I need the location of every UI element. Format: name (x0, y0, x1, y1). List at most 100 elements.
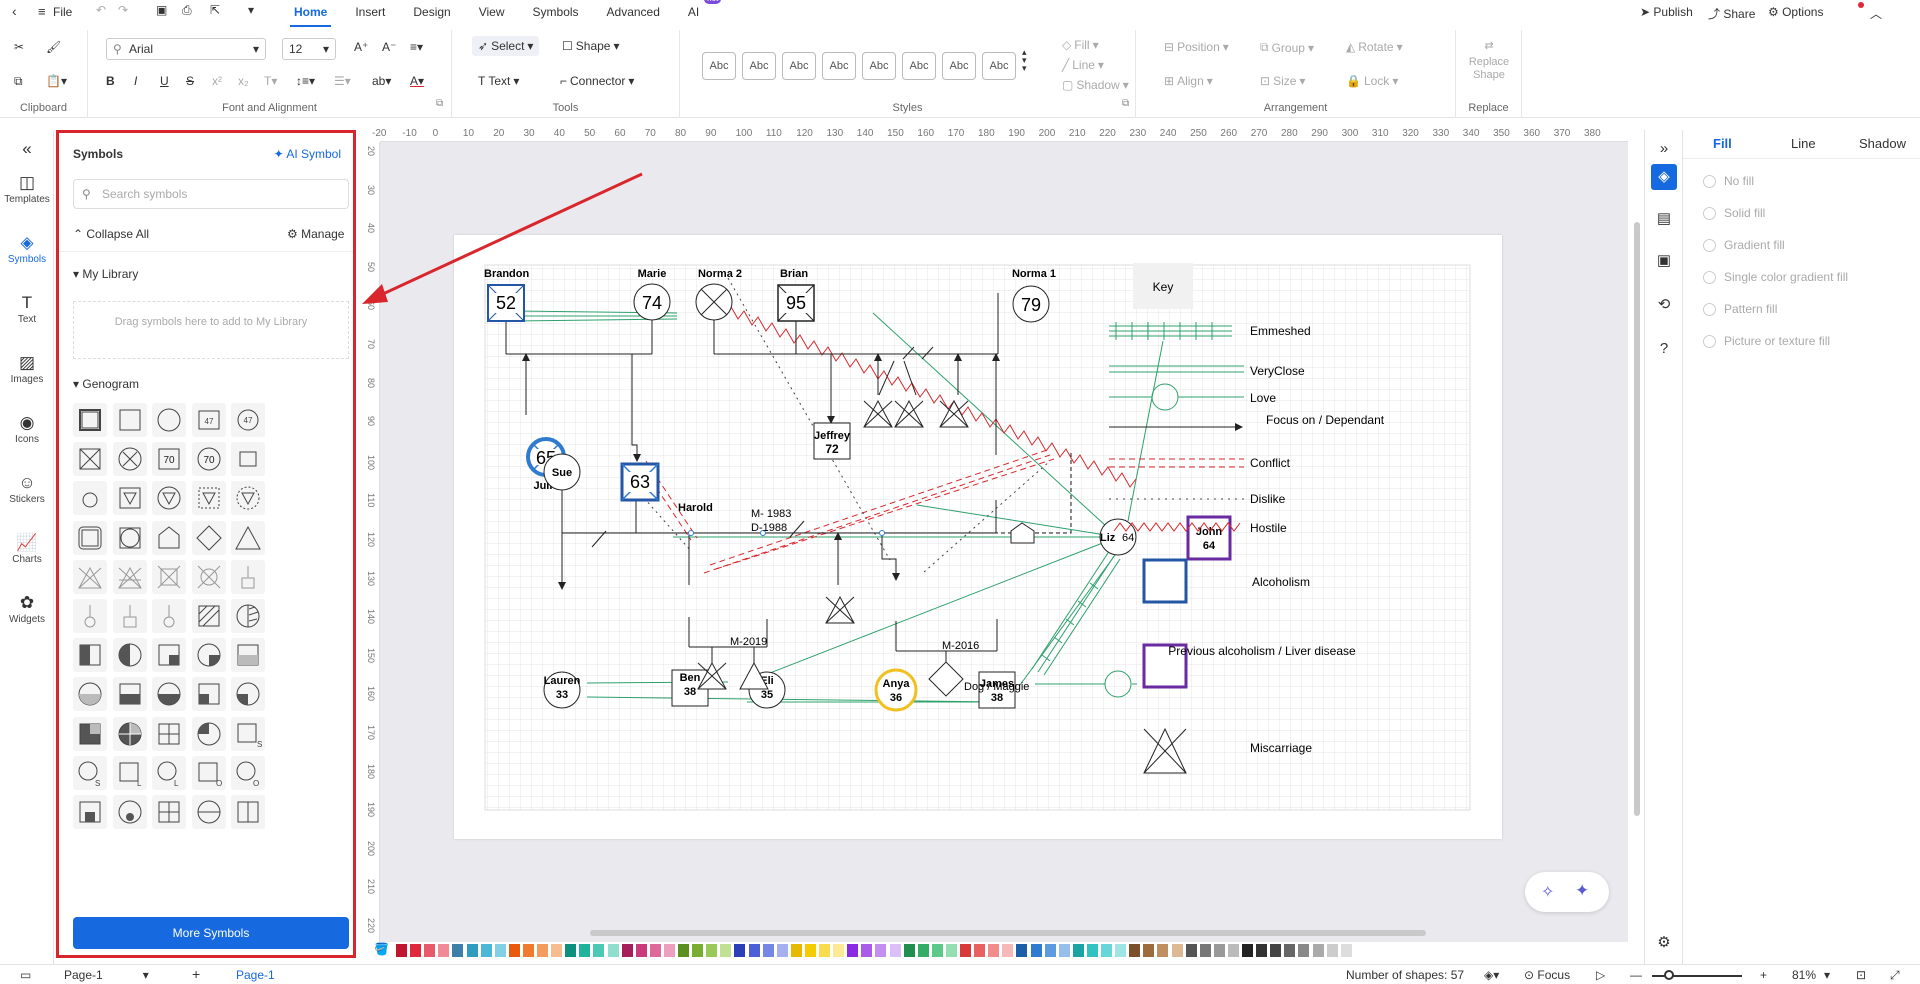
menu-insert[interactable]: Insert (355, 5, 386, 19)
color-swatch[interactable] (635, 944, 647, 957)
genogram-symbol[interactable] (152, 599, 186, 633)
style-swatch[interactable]: Abc (782, 52, 816, 80)
zoom-slider-handle[interactable] (1664, 970, 1674, 980)
john-symbol[interactable] (1186, 515, 1232, 561)
genogram-symbol[interactable] (73, 520, 107, 555)
genogram-header[interactable]: ▾ Genogram (73, 377, 139, 391)
tab-fill[interactable]: Fill (1713, 136, 1732, 151)
back-icon[interactable]: ‹ (12, 3, 17, 19)
style-swatch[interactable]: Abc (982, 52, 1016, 80)
collapse-ribbon-icon[interactable]: ︿ (1870, 7, 1883, 21)
menu-ai[interactable]: AIhot (674, 0, 722, 24)
page-select[interactable]: Page-1▾ (64, 968, 149, 982)
paste-icon[interactable]: 📋▾ (46, 74, 67, 88)
genogram-symbol[interactable]: 70 (152, 442, 186, 477)
color-swatch[interactable] (1242, 944, 1253, 957)
color-swatch[interactable] (396, 944, 407, 957)
anya-symbol[interactable] (874, 668, 918, 712)
color-swatch[interactable] (1298, 944, 1310, 957)
color-swatch[interactable] (1270, 944, 1282, 957)
strikethrough-icon[interactable]: S (186, 74, 195, 88)
collapse-panel-button[interactable]: « (0, 138, 54, 160)
color-swatch[interactable] (1340, 944, 1352, 957)
help-icon[interactable]: ? (1659, 340, 1669, 357)
color-swatch[interactable] (706, 944, 718, 957)
genogram-symbol[interactable] (191, 638, 226, 673)
sue-symbol[interactable] (543, 453, 581, 491)
menu-advanced[interactable]: Advanced (606, 5, 660, 19)
color-swatch[interactable] (551, 944, 563, 957)
my-library-dropzone[interactable]: Drag symbols here to add to My Library (73, 301, 349, 359)
genogram-symbol[interactable]: O (191, 755, 226, 790)
font-size-select[interactable]: 12▾ (282, 38, 336, 60)
sidebar-item-stickers[interactable]: ☺Stickers (0, 472, 54, 505)
genogram-symbol[interactable] (152, 677, 186, 712)
copy-icon[interactable]: ⧉ (14, 74, 23, 88)
color-swatch[interactable] (452, 944, 464, 957)
more-symbols-button[interactable]: More Symbols (73, 917, 349, 949)
genogram-symbol[interactable] (73, 795, 107, 829)
lauren-symbol[interactable] (543, 671, 581, 709)
color-swatch[interactable] (1016, 944, 1028, 957)
text-style-icon[interactable]: ab▾ (372, 74, 392, 88)
genogram-symbol[interactable] (231, 559, 265, 594)
history-icon[interactable]: ⟲ (1657, 296, 1671, 313)
underline-icon[interactable]: U (160, 74, 169, 88)
position-button[interactable]: ⊟Position▾ (1164, 40, 1229, 54)
genogram-symbol[interactable] (112, 716, 147, 751)
align-button[interactable]: ⊞Align▾ (1164, 74, 1213, 88)
genogram-symbol[interactable] (152, 559, 186, 594)
text-case-icon[interactable]: T▾ (264, 74, 278, 88)
color-swatch[interactable] (522, 944, 534, 957)
color-swatch[interactable] (1284, 944, 1296, 957)
menu-home[interactable]: Home (280, 0, 341, 27)
drawing-page[interactable]: Brandon 52 Marie 74 Norma 2 Brian 95 Nor… (454, 235, 1502, 839)
color-swatch[interactable] (1199, 944, 1211, 957)
genogram-symbol[interactable] (152, 403, 186, 437)
genogram-symbol[interactable] (152, 520, 186, 555)
shadow-button[interactable]: ▢Shadow▾ (1062, 78, 1129, 92)
color-swatch[interactable] (804, 944, 816, 957)
genogram-symbol[interactable] (73, 677, 107, 712)
manage-button[interactable]: ⚙ Manage (287, 227, 344, 241)
decrease-font-icon[interactable]: A⁻ (382, 40, 397, 54)
superscript-icon[interactable]: x² (212, 74, 222, 88)
genogram-symbol[interactable] (231, 795, 265, 829)
zoom-slider[interactable] (1652, 975, 1742, 977)
genogram-symbol[interactable] (191, 520, 226, 555)
style-dialog-icon[interactable]: ⧉ (1122, 98, 1130, 109)
option-solid-fill[interactable]: Solid fill (1703, 206, 1765, 220)
color-swatch[interactable] (960, 944, 971, 957)
collapse-all-button[interactable]: ⌃ Collapse All (73, 227, 149, 241)
genogram-symbol[interactable] (112, 520, 147, 555)
color-swatch[interactable] (678, 944, 689, 957)
color-swatch[interactable] (663, 944, 675, 957)
my-library-header[interactable]: ▾ My Library (73, 267, 138, 281)
color-swatch[interactable] (974, 944, 986, 957)
magic-wand-icon[interactable]: ✧ (1541, 884, 1555, 901)
color-swatch[interactable] (917, 944, 929, 957)
color-swatch[interactable] (480, 944, 492, 957)
fit-page-icon[interactable]: ⊡ (1856, 968, 1867, 982)
paint-bucket-icon[interactable]: 🪣 (374, 942, 389, 956)
format-painter-icon[interactable]: 🖌 (46, 40, 62, 54)
cut-icon[interactable]: ✂ (14, 40, 25, 54)
marie-symbol[interactable] (633, 283, 671, 321)
genogram-symbol[interactable] (191, 559, 226, 594)
color-swatch[interactable] (847, 944, 859, 957)
file-menu[interactable]: File (53, 5, 73, 19)
genogram-symbol[interactable] (73, 403, 107, 437)
sidebar-item-icons[interactable]: ◉Icons (0, 412, 54, 445)
share-button[interactable]: ⤴ Share (1708, 5, 1755, 22)
layout-icon[interactable]: ▭ (20, 968, 32, 982)
fullscreen-icon[interactable]: ⤢ (1890, 968, 1900, 982)
play-icon[interactable]: ▷ (1596, 968, 1606, 982)
color-swatch[interactable] (565, 944, 577, 957)
zoom-dropdown-icon[interactable]: ▾ (1824, 968, 1831, 982)
replace-shape-button[interactable]: ⇄Replace Shape (1464, 40, 1514, 82)
genogram-symbol[interactable] (191, 716, 226, 751)
sparkle-icon[interactable]: ✦ (1575, 881, 1590, 900)
export-icon[interactable]: ⇱ (210, 3, 221, 17)
